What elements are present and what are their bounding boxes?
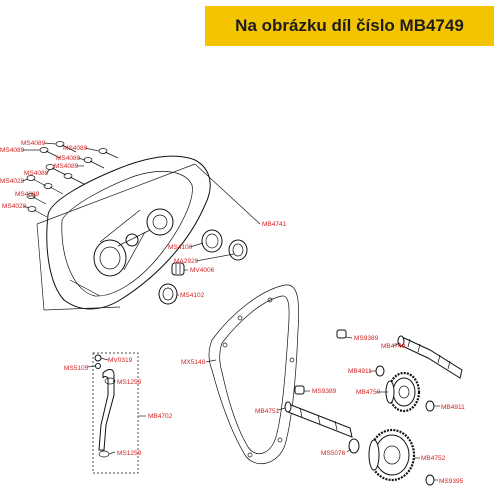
label-ms4028: MS4028 <box>2 203 27 210</box>
label-ms1259: MS1259 <box>117 450 142 457</box>
label-ms9389: MS9389 <box>354 335 379 342</box>
label-ms4089: MS4089 <box>15 191 40 198</box>
label-ms4089: MS4089 <box>63 145 88 152</box>
bearing-ma2920 <box>228 239 248 261</box>
label-ms4089: MS4089 <box>0 147 25 154</box>
bearing-ms4100 <box>201 229 223 253</box>
label-mb4911: MB4911 <box>441 404 465 411</box>
label-mb4751: MB4751 <box>255 408 280 415</box>
needle-bearing-mv4006 <box>171 262 185 276</box>
label-mb4749: MB4749 <box>381 343 406 350</box>
label-mv0319: MV0319 <box>108 357 133 364</box>
label-ms5105: MS5105 <box>64 365 89 372</box>
label-mb4741: MB4741 <box>262 221 287 228</box>
label-ms4100: MS4100 <box>168 244 193 251</box>
shaft-mb4751 <box>277 401 353 438</box>
label-mx5148: MX5148 <box>181 359 206 366</box>
shaft-mb4749 <box>392 335 463 379</box>
hose-group <box>86 352 139 474</box>
label-mb4702: MB4702 <box>148 413 173 420</box>
label-ms4089: MS4089 <box>56 155 81 162</box>
label-ms5076: MS5076 <box>321 450 346 457</box>
gearbox-cover <box>46 155 211 310</box>
label-ms1259: MS1259 <box>117 379 142 386</box>
label-ms4028: MS4028 <box>0 178 25 185</box>
pin-ms9389-upper <box>336 329 353 339</box>
pin-ms9389-lower <box>294 385 310 395</box>
label-mb4911: MB4911 <box>348 368 372 375</box>
label-mb4750: MB4750 <box>356 389 381 396</box>
washer-mb4911-lower <box>425 400 440 412</box>
label-ma2920: MA2920 <box>174 258 199 265</box>
bearing-ms4102 <box>158 283 178 305</box>
label-mb4752: MB4752 <box>421 455 446 462</box>
label-ms9395: MS9395 <box>439 478 464 485</box>
bolt-stack <box>21 141 119 218</box>
label-mv4006: MV4006 <box>190 267 215 274</box>
label-ms4089: MS4089 <box>54 163 79 170</box>
washer-mb4911-upper <box>369 365 385 377</box>
label-ms4089: MS4089 <box>21 140 46 147</box>
circlip-ms5076 <box>346 438 360 454</box>
gasket-mx5148 <box>205 284 299 465</box>
label-ms4089: MS4089 <box>24 170 49 177</box>
washer-ms9395 <box>425 474 438 486</box>
gear-mb4752 <box>368 428 420 482</box>
gear-mb4750 <box>376 371 421 413</box>
label-ms9389: MS9389 <box>312 388 337 395</box>
label-ms4102: MS4102 <box>180 292 205 299</box>
part-number-banner: Na obrázku díl číslo MB4749 <box>205 6 494 46</box>
part-labels: MS4089 MS4089 MS4089 MS4089 MS4089 MS408… <box>0 140 465 485</box>
